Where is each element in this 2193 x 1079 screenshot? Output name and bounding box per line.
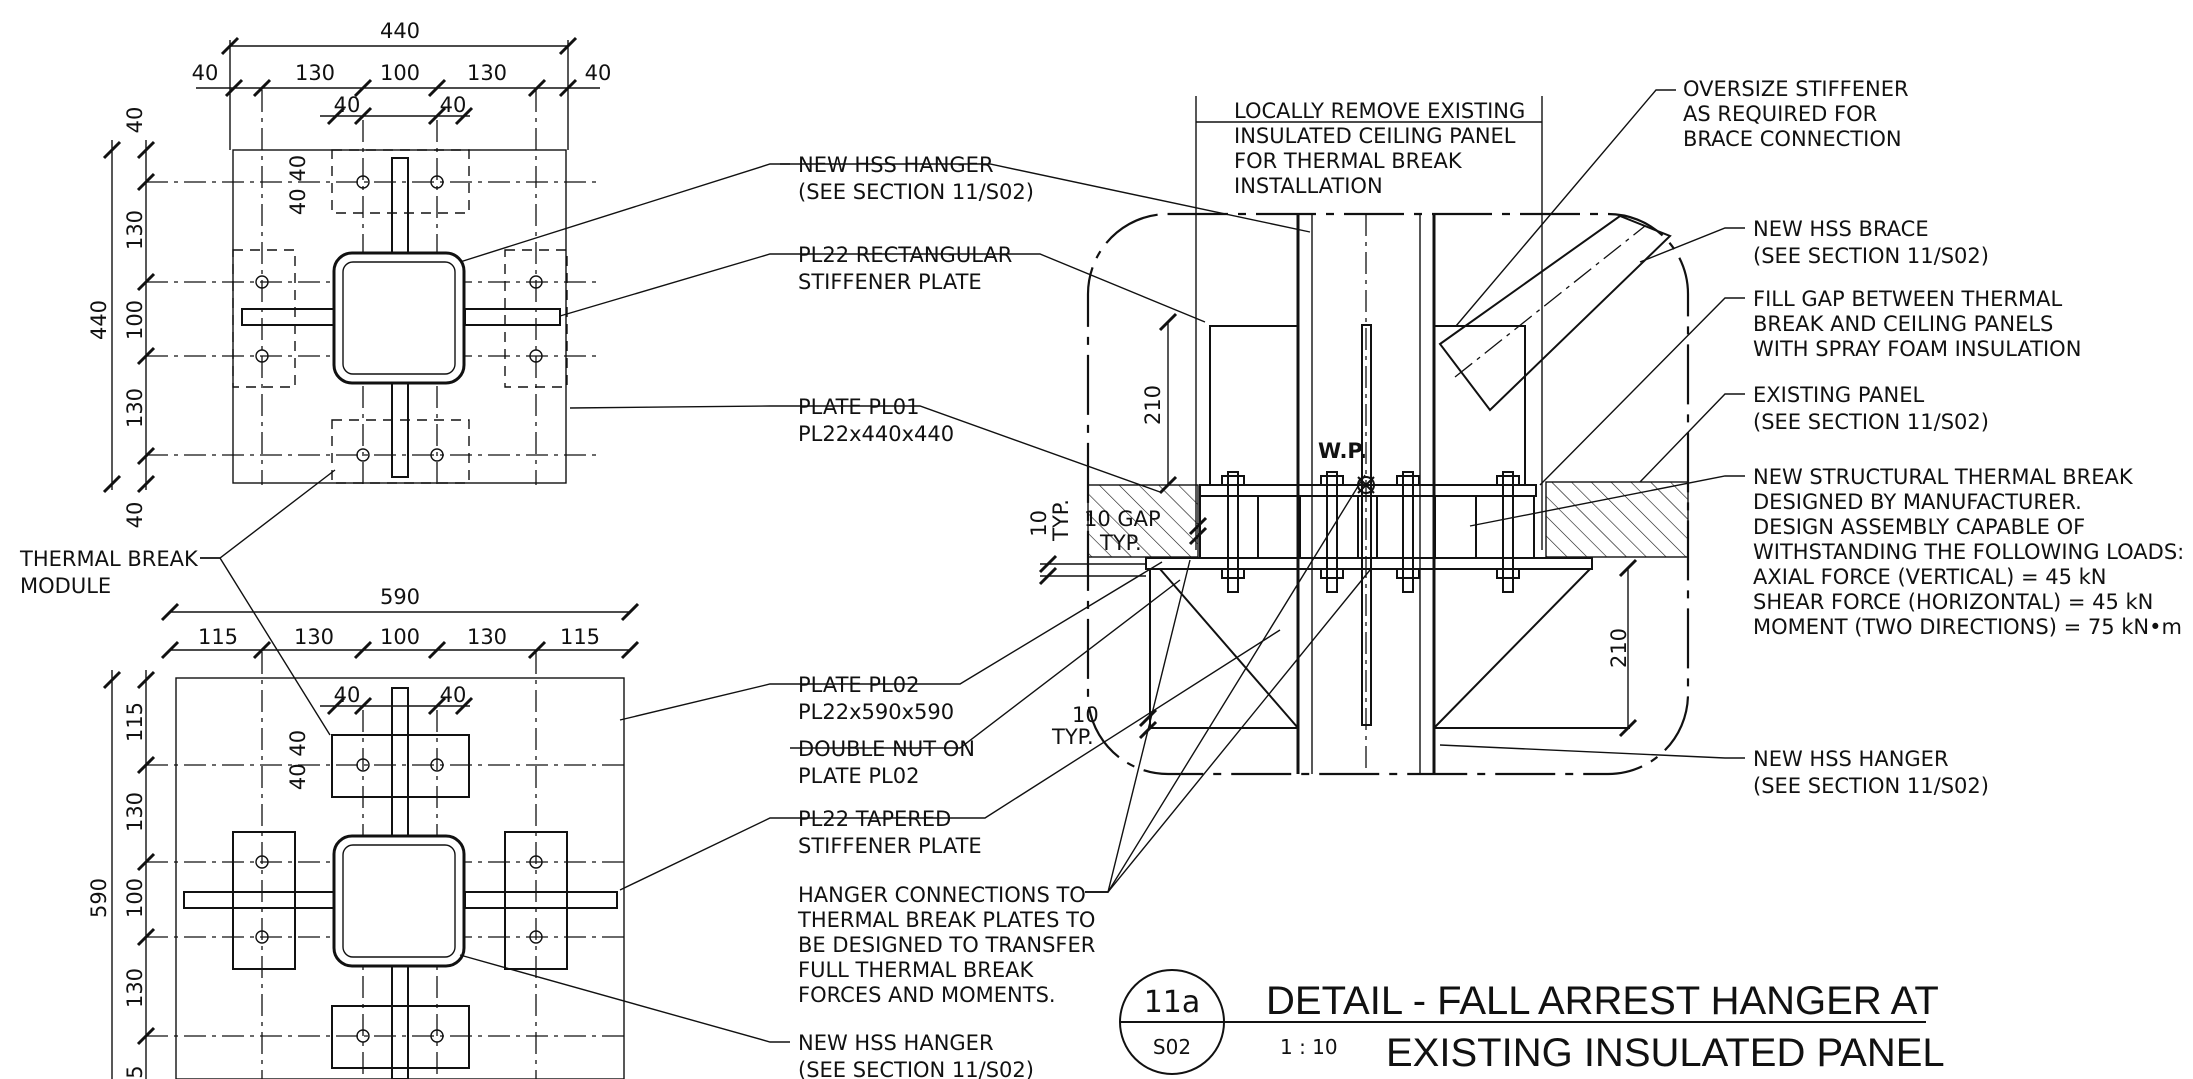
plan-top-overall-width: 440 bbox=[380, 19, 420, 43]
section-view: LOCALLY REMOVE EXISTING INSULATED CEILIN… bbox=[1027, 96, 1690, 776]
plan-top-seg-4: 130 bbox=[467, 61, 507, 85]
scale-label: 1 : 10 bbox=[1280, 1035, 1338, 1059]
plan-top-seg-2: 130 bbox=[295, 61, 335, 85]
plan-bottom-vseg-1: 115 bbox=[123, 702, 147, 742]
note-pl22-tapered: PL22 TAPERED STIFFENER PLATE bbox=[798, 807, 982, 858]
plan-top-seg-1: 40 bbox=[192, 61, 219, 85]
title-block: 11a S02 1 : 10 DETAIL - FALL ARREST HANG… bbox=[1119, 969, 1945, 1075]
plan-bottom-vertical-overall: 590 bbox=[87, 878, 111, 918]
plan-bottom-vseg-5: 5 bbox=[123, 1065, 147, 1078]
note-fill-gap: FILL GAP BETWEEN THERMAL BREAK AND CEILI… bbox=[1753, 287, 2081, 361]
middle-notes: NEW HSS HANGER (SEE SECTION 11/S02) PL22… bbox=[19, 153, 1371, 1079]
right-notes: OVERSIZE STIFFENER AS REQUIRED FOR BRACE… bbox=[1439, 77, 2191, 798]
plan-bottom-seg-5: 115 bbox=[560, 625, 600, 649]
label-work-point: W.P. bbox=[1318, 439, 1367, 463]
plan-view-pl01: 440 40 130 100 130 40 40 40 440 40 130 1… bbox=[87, 19, 611, 528]
plan-bottom-seg-3: 100 bbox=[380, 625, 420, 649]
title-line-1: DETAIL - FALL ARREST HANGER AT bbox=[1266, 979, 1939, 1023]
plan-top-seg-3: 100 bbox=[380, 61, 420, 85]
note-locally-remove: LOCALLY REMOVE EXISTING INSULATED CEILIN… bbox=[1234, 99, 1532, 198]
note-thermal-break-module: THERMAL BREAK MODULE bbox=[19, 547, 204, 598]
dim-210-right: 210 bbox=[1607, 628, 1631, 668]
plan-top-vseg-4: 130 bbox=[123, 388, 147, 428]
plan-top-vertical-overall: 440 bbox=[87, 300, 111, 340]
plan-top-bolt-offset-1: 40 bbox=[334, 93, 361, 117]
plan-bottom-vseg-2: 130 bbox=[123, 792, 147, 832]
plan-bottom-bolt-offset-1: 40 bbox=[334, 683, 361, 707]
dim-210-top: 210 bbox=[1141, 385, 1165, 425]
plan-bottom-bolt-offset-2: 40 bbox=[440, 683, 467, 707]
plan-bottom-small-vertical: 40 40 bbox=[286, 730, 310, 790]
plan-bottom-overall-width: 590 bbox=[380, 585, 420, 609]
plan-top-small-vertical: 40 40 bbox=[286, 155, 310, 215]
note-existing-panel: EXISTING PANEL (SEE SECTION 11/S02) bbox=[1753, 383, 1989, 434]
leader-lines-right bbox=[1439, 89, 1745, 759]
dim-10-typ-bottom: 10 TYP. bbox=[1051, 703, 1105, 749]
note-plate-pl02: PLATE PL02 PL22x590x590 bbox=[798, 673, 954, 724]
plan-top-bolt-offset-2: 40 bbox=[440, 93, 467, 117]
plan-top-vseg-1: 40 bbox=[123, 107, 147, 134]
note-new-hss-hanger-top: NEW HSS HANGER (SEE SECTION 11/S02) bbox=[798, 153, 1034, 204]
dim-10-gap: 10 GAP TYP. bbox=[1084, 507, 1167, 555]
plan-bottom-seg-2: 130 bbox=[294, 625, 334, 649]
plan-bottom-vseg-4: 130 bbox=[123, 968, 147, 1008]
detail-number: 11a bbox=[1144, 985, 1201, 1020]
plan-bottom-seg-4: 130 bbox=[467, 625, 507, 649]
note-oversize-stiffener: OVERSIZE STIFFENER AS REQUIRED FOR BRACE… bbox=[1683, 77, 1915, 151]
note-pl22-rectangular: PL22 RECTANGULAR STIFFENER PLATE bbox=[798, 243, 1019, 294]
note-hanger-connections: HANGER CONNECTIONS TO THERMAL BREAK PLAT… bbox=[797, 883, 1102, 1007]
plan-top-seg-5: 40 bbox=[585, 61, 612, 85]
plan-top-vseg-5: 40 bbox=[123, 502, 147, 529]
note-double-nut: DOUBLE NUT ON PLATE PL02 bbox=[798, 737, 982, 788]
note-new-hss-hanger-right: NEW HSS HANGER (SEE SECTION 11/S02) bbox=[1753, 747, 1989, 798]
title-line-2: EXISTING INSULATED PANEL bbox=[1386, 1031, 1945, 1075]
plan-top-vseg-3: 100 bbox=[123, 300, 147, 340]
sheet-reference: S02 bbox=[1153, 1035, 1191, 1059]
plan-top-vseg-2: 130 bbox=[123, 210, 147, 250]
note-structural-thermal-break: NEW STRUCTURAL THERMAL BREAK DESIGNED BY… bbox=[1753, 465, 2191, 639]
leader-lines-middle bbox=[200, 163, 1371, 1043]
note-new-hss-brace: NEW HSS BRACE (SEE SECTION 11/S02) bbox=[1753, 217, 1989, 268]
note-new-hss-hanger-bottom: NEW HSS HANGER (SEE SECTION 11/S02) bbox=[798, 1031, 1034, 1079]
dim-10-typ-top: 10 TYP. bbox=[1027, 499, 1073, 542]
plan-bottom-vseg-3: 100 bbox=[123, 878, 147, 918]
plan-bottom-seg-1: 115 bbox=[198, 625, 238, 649]
note-plate-pl01: PLATE PL01 PL22x440x440 bbox=[798, 395, 954, 446]
plan-view-pl02: 590 115 130 100 130 115 40 40 590 115 13… bbox=[87, 585, 640, 1079]
